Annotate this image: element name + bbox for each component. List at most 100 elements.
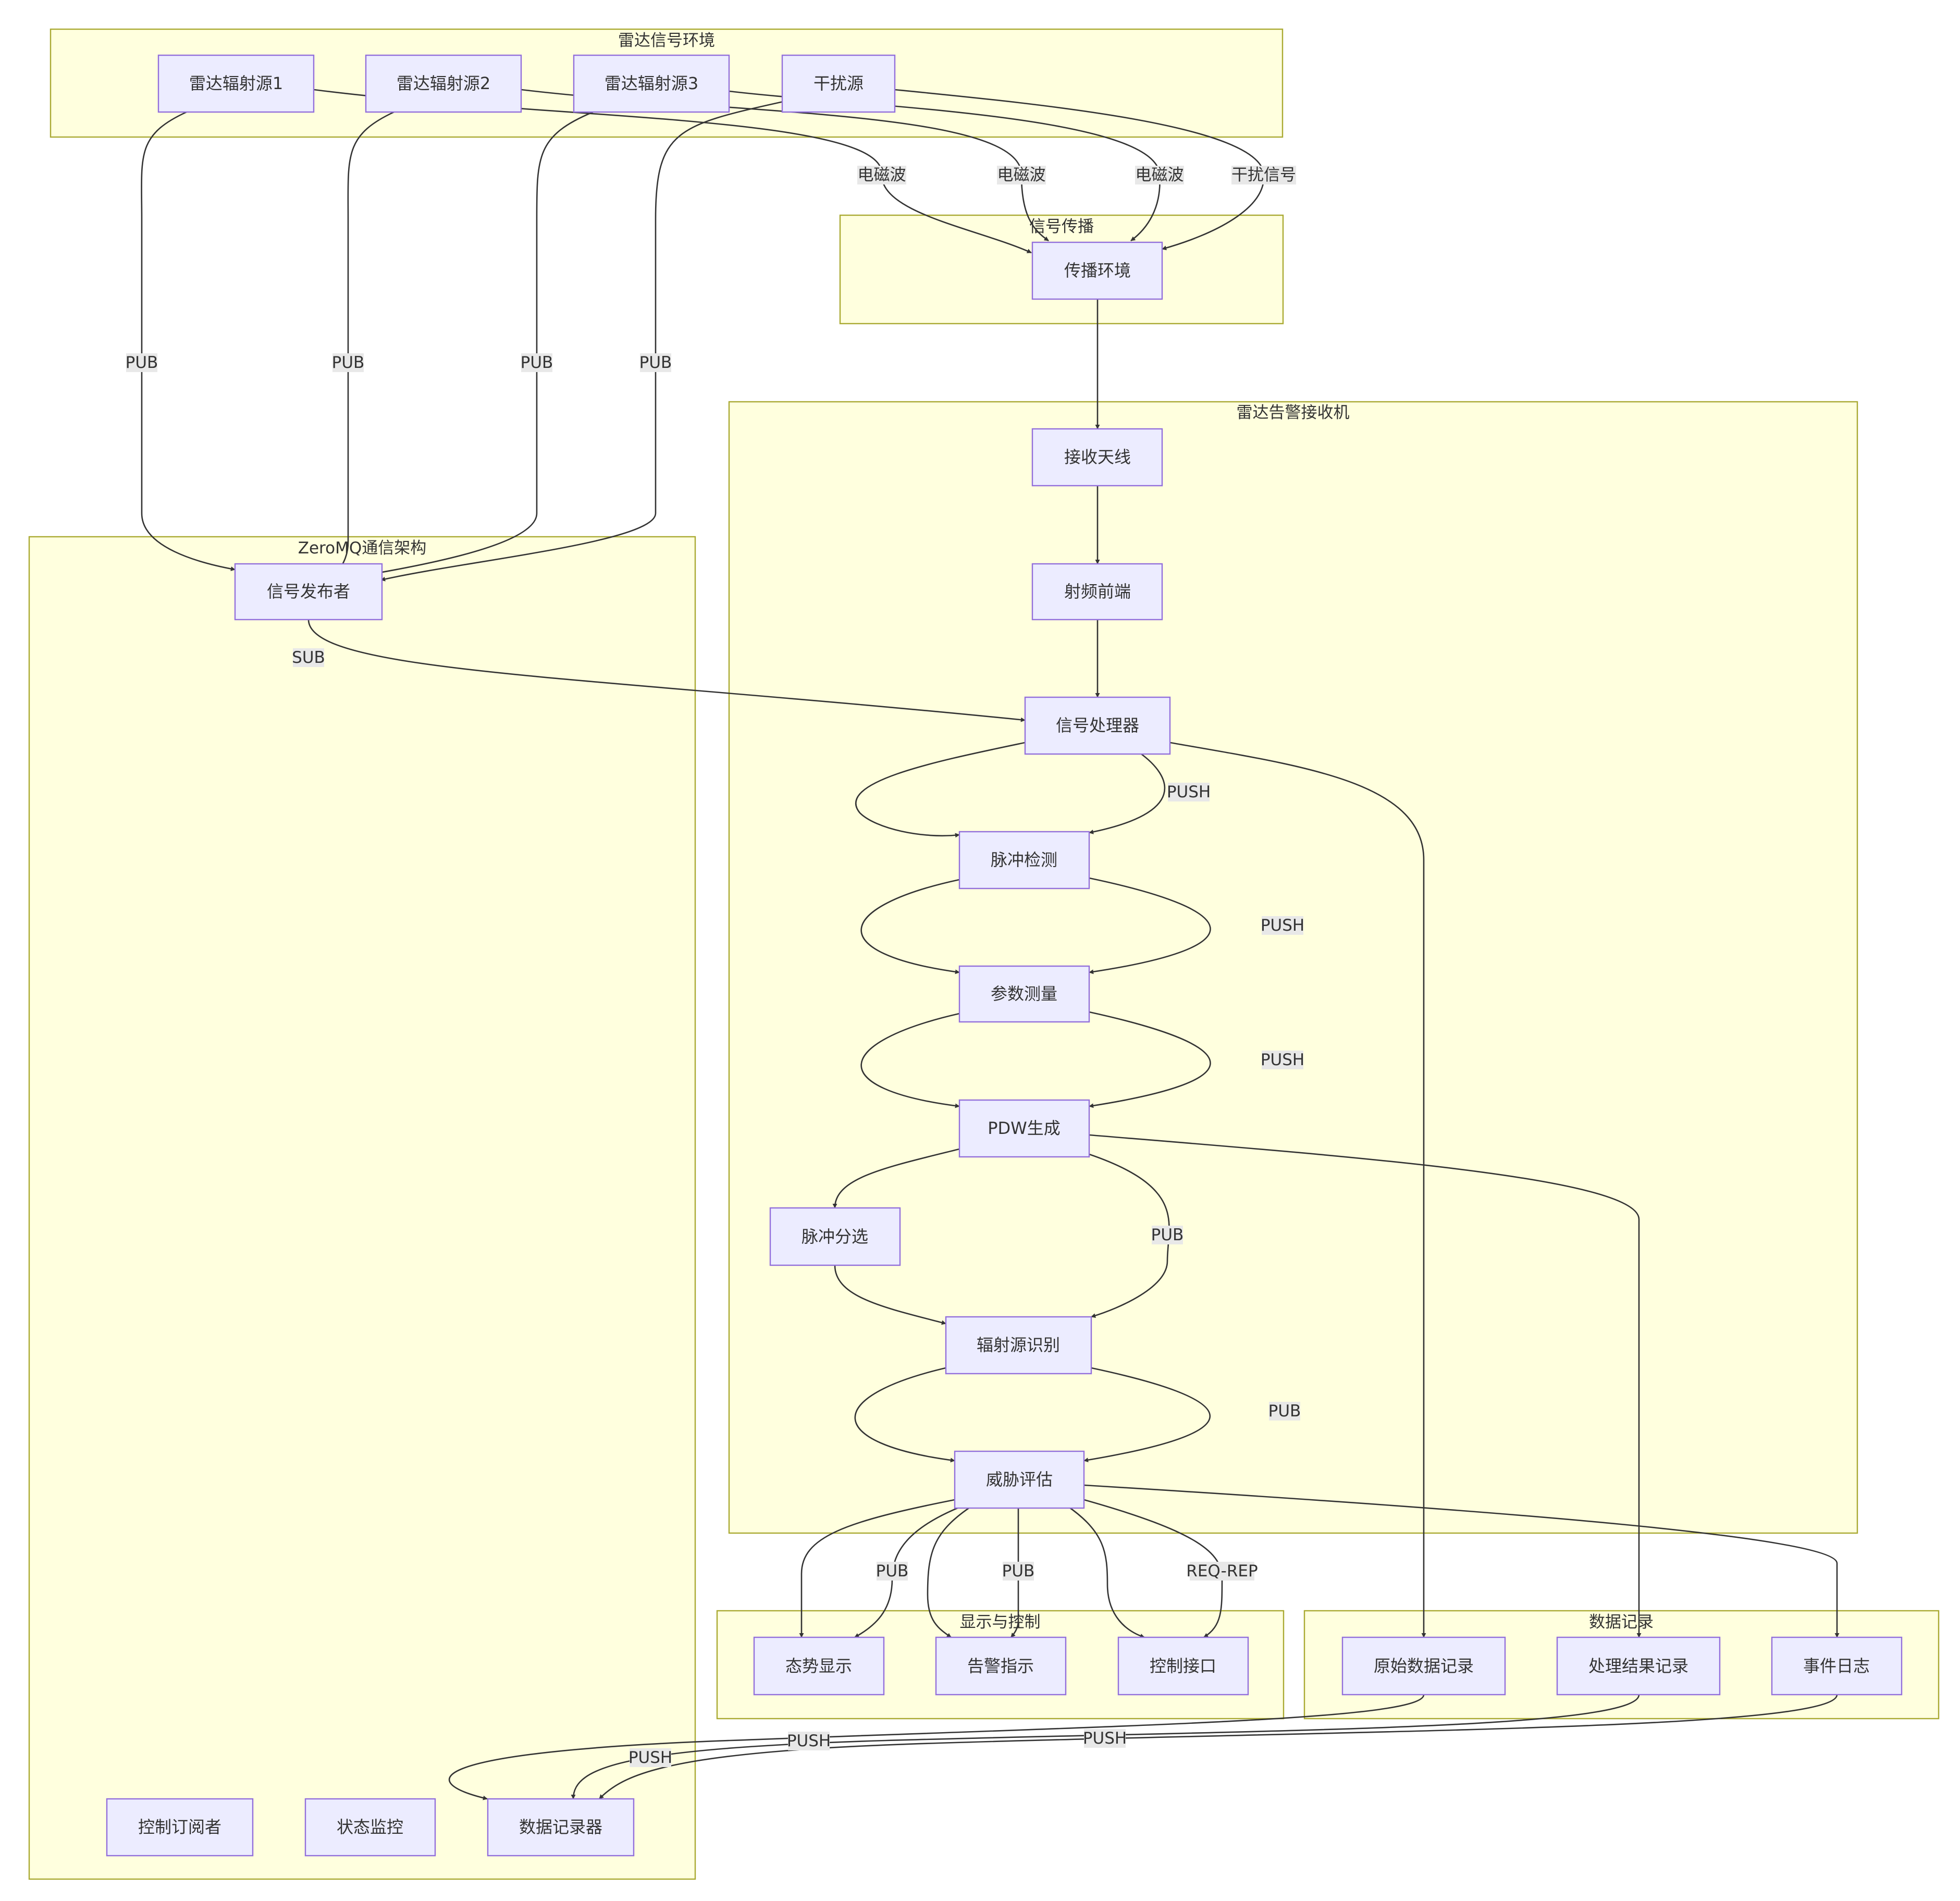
edge-proc-detect-a	[855, 742, 1026, 838]
edge-resultrec-datarec	[571, 1694, 1640, 1799]
node-label: 接收天线	[1064, 447, 1131, 467]
edge-threat-situation-a	[799, 1499, 955, 1638]
edge-label-text: 电磁波	[997, 166, 1046, 184]
node-jammer[interactable]: 干扰源	[781, 54, 896, 113]
edge-label-pub-j: PUB	[639, 353, 672, 372]
edge-threat-alarm-b	[1010, 1506, 1019, 1638]
edge-threat-eventlog	[1083, 1484, 1840, 1638]
cluster-title-zeromq: ZeroMQ通信架构	[298, 539, 427, 558]
edge-emitter2-publisher	[331, 111, 395, 586]
node-label: 射频前端	[1064, 582, 1131, 601]
node-emitter2[interactable]: 雷达辐射源2	[365, 54, 522, 113]
node-result-rec[interactable]: 处理结果记录	[1556, 1636, 1721, 1696]
edge-label-jam: 干扰信号	[1231, 166, 1296, 184]
edge-label-text: PUB	[876, 1562, 909, 1581]
edge-label-req-rep: REQ-REP	[1186, 1562, 1258, 1581]
edge-label-text: 电磁波	[858, 166, 906, 184]
cluster-title-recording: 数据记录	[1589, 1613, 1654, 1632]
node-emitter3[interactable]: 雷达辐射源3	[573, 54, 730, 113]
node-prop-env[interactable]: 传播环境	[1031, 241, 1163, 300]
cluster-title-display: 显示与控制	[960, 1613, 1041, 1632]
edge-jammer-prop	[894, 89, 1265, 251]
edge-label-text: PUB	[521, 353, 553, 372]
node-label: 控制接口	[1150, 1656, 1216, 1676]
node-label: 雷达辐射源3	[605, 73, 698, 93]
node-pdw-gen[interactable]: PDW生成	[958, 1099, 1090, 1158]
edge-publisher-proc	[307, 619, 1026, 722]
edge-proc-detect-b	[1089, 751, 1166, 834]
nodes: 雷达辐射源1 雷达辐射源2 雷达辐射源3 干扰源 传播环境 接收天线 射频前端 …	[106, 54, 1903, 1857]
node-signal-proc[interactable]: 信号处理器	[1024, 696, 1171, 755]
node-label: 脉冲分选	[802, 1227, 868, 1246]
node-label: 威胁评估	[986, 1470, 1053, 1489]
edge-label-text: PUB	[332, 353, 365, 372]
edge-label-pub-e1: PUB	[126, 353, 158, 372]
edge-label-push-event: PUSH	[1083, 1729, 1127, 1748]
edge-label-pub-alarm: PUB	[1002, 1562, 1035, 1581]
edge-label-push-raw: PUSH	[787, 1732, 831, 1750]
node-threat-eval[interactable]: 威胁评估	[954, 1450, 1085, 1509]
node-label: 雷达辐射源2	[397, 73, 490, 93]
node-status-mon[interactable]: 状态监控	[304, 1798, 436, 1857]
edge-label-text: SUB	[292, 648, 325, 667]
node-label: 辐射源识别	[977, 1335, 1060, 1355]
edge-jammer-publisher	[380, 101, 784, 582]
node-situation[interactable]: 态势显示	[753, 1636, 885, 1696]
edge-measure-pdw-b	[1089, 1011, 1211, 1108]
node-control-if[interactable]: 控制接口	[1117, 1636, 1249, 1696]
node-label: 雷达辐射源1	[189, 73, 283, 93]
edge-sort-id	[834, 1265, 946, 1325]
edge-proc-rawrec	[1169, 742, 1426, 1638]
node-pulse-detect[interactable]: 脉冲检测	[958, 831, 1090, 890]
node-emitter1[interactable]: 雷达辐射源1	[157, 54, 315, 113]
node-emitter-id[interactable]: 辐射源识别	[945, 1316, 1092, 1375]
node-label: 原始数据记录	[1374, 1656, 1474, 1676]
edge-label-wave1: 电磁波	[857, 166, 906, 184]
edge-label-text: 干扰信号	[1231, 166, 1296, 184]
node-label: 传播环境	[1064, 261, 1131, 280]
edge-label-text: 电磁波	[1136, 166, 1184, 184]
node-label: 信号发布者	[267, 582, 350, 601]
node-rf-frontend[interactable]: 射频前端	[1031, 563, 1163, 621]
edge-label-push-proc: PUSH	[1167, 783, 1211, 801]
node-label: 控制订阅者	[138, 1817, 221, 1837]
edge-label-text: REQ-REP	[1186, 1562, 1258, 1581]
node-data-rec[interactable]: 数据记录器	[487, 1798, 635, 1857]
node-label: 数据记录器	[519, 1817, 602, 1837]
edge-label-text: PUSH	[1261, 1051, 1304, 1069]
cluster-receiver: 雷达告警接收机	[728, 401, 1858, 1534]
cluster-zeromq: ZeroMQ通信架构	[28, 536, 696, 1880]
node-label: 干扰源	[813, 73, 864, 93]
edge-detect-measure-a	[860, 879, 960, 974]
edge-label-text: PUB	[1268, 1402, 1301, 1421]
node-raw-rec[interactable]: 原始数据记录	[1341, 1636, 1506, 1696]
edge-pdw-resultrec	[1089, 1134, 1642, 1638]
edge-label-text: PUB	[1151, 1226, 1184, 1244]
edge-label-push-result: PUSH	[628, 1748, 672, 1767]
node-label: 信号处理器	[1056, 715, 1139, 735]
edge-pdw-sort	[832, 1148, 960, 1208]
edge-label-sub: SUB	[292, 648, 325, 667]
node-antenna[interactable]: 接收天线	[1031, 428, 1163, 487]
node-ctrl-sub[interactable]: 控制订阅者	[106, 1798, 254, 1857]
node-publisher[interactable]: 信号发布者	[234, 563, 383, 621]
edge-id-threat-b	[1083, 1367, 1211, 1463]
edge-pdw-id	[1089, 1153, 1170, 1318]
edge-label-pub-sit: PUB	[876, 1562, 909, 1581]
edge-label-text: PUB	[1002, 1562, 1035, 1581]
node-label: 告警指示	[967, 1656, 1034, 1676]
node-event-log[interactable]: 事件日志	[1771, 1636, 1903, 1696]
edge-label-text: PUSH	[1167, 783, 1211, 801]
edge-label-pub-pdw: PUB	[1151, 1226, 1184, 1244]
edge-measure-pdw-a	[860, 1013, 960, 1108]
node-pulse-sort[interactable]: 脉冲分选	[769, 1207, 901, 1266]
edge-label-text: PUSH	[1261, 916, 1304, 935]
node-alarm[interactable]: 告警指示	[935, 1636, 1067, 1696]
edge-label-text: PUSH	[787, 1732, 831, 1750]
node-param-measure[interactable]: 参数测量	[958, 965, 1090, 1023]
edge-label-pub-e2: PUB	[332, 353, 365, 372]
node-label: PDW生成	[988, 1118, 1061, 1138]
cluster-title-radar-env: 雷达信号环境	[618, 31, 715, 50]
cluster-title-receiver: 雷达告警接收机	[1237, 403, 1350, 422]
